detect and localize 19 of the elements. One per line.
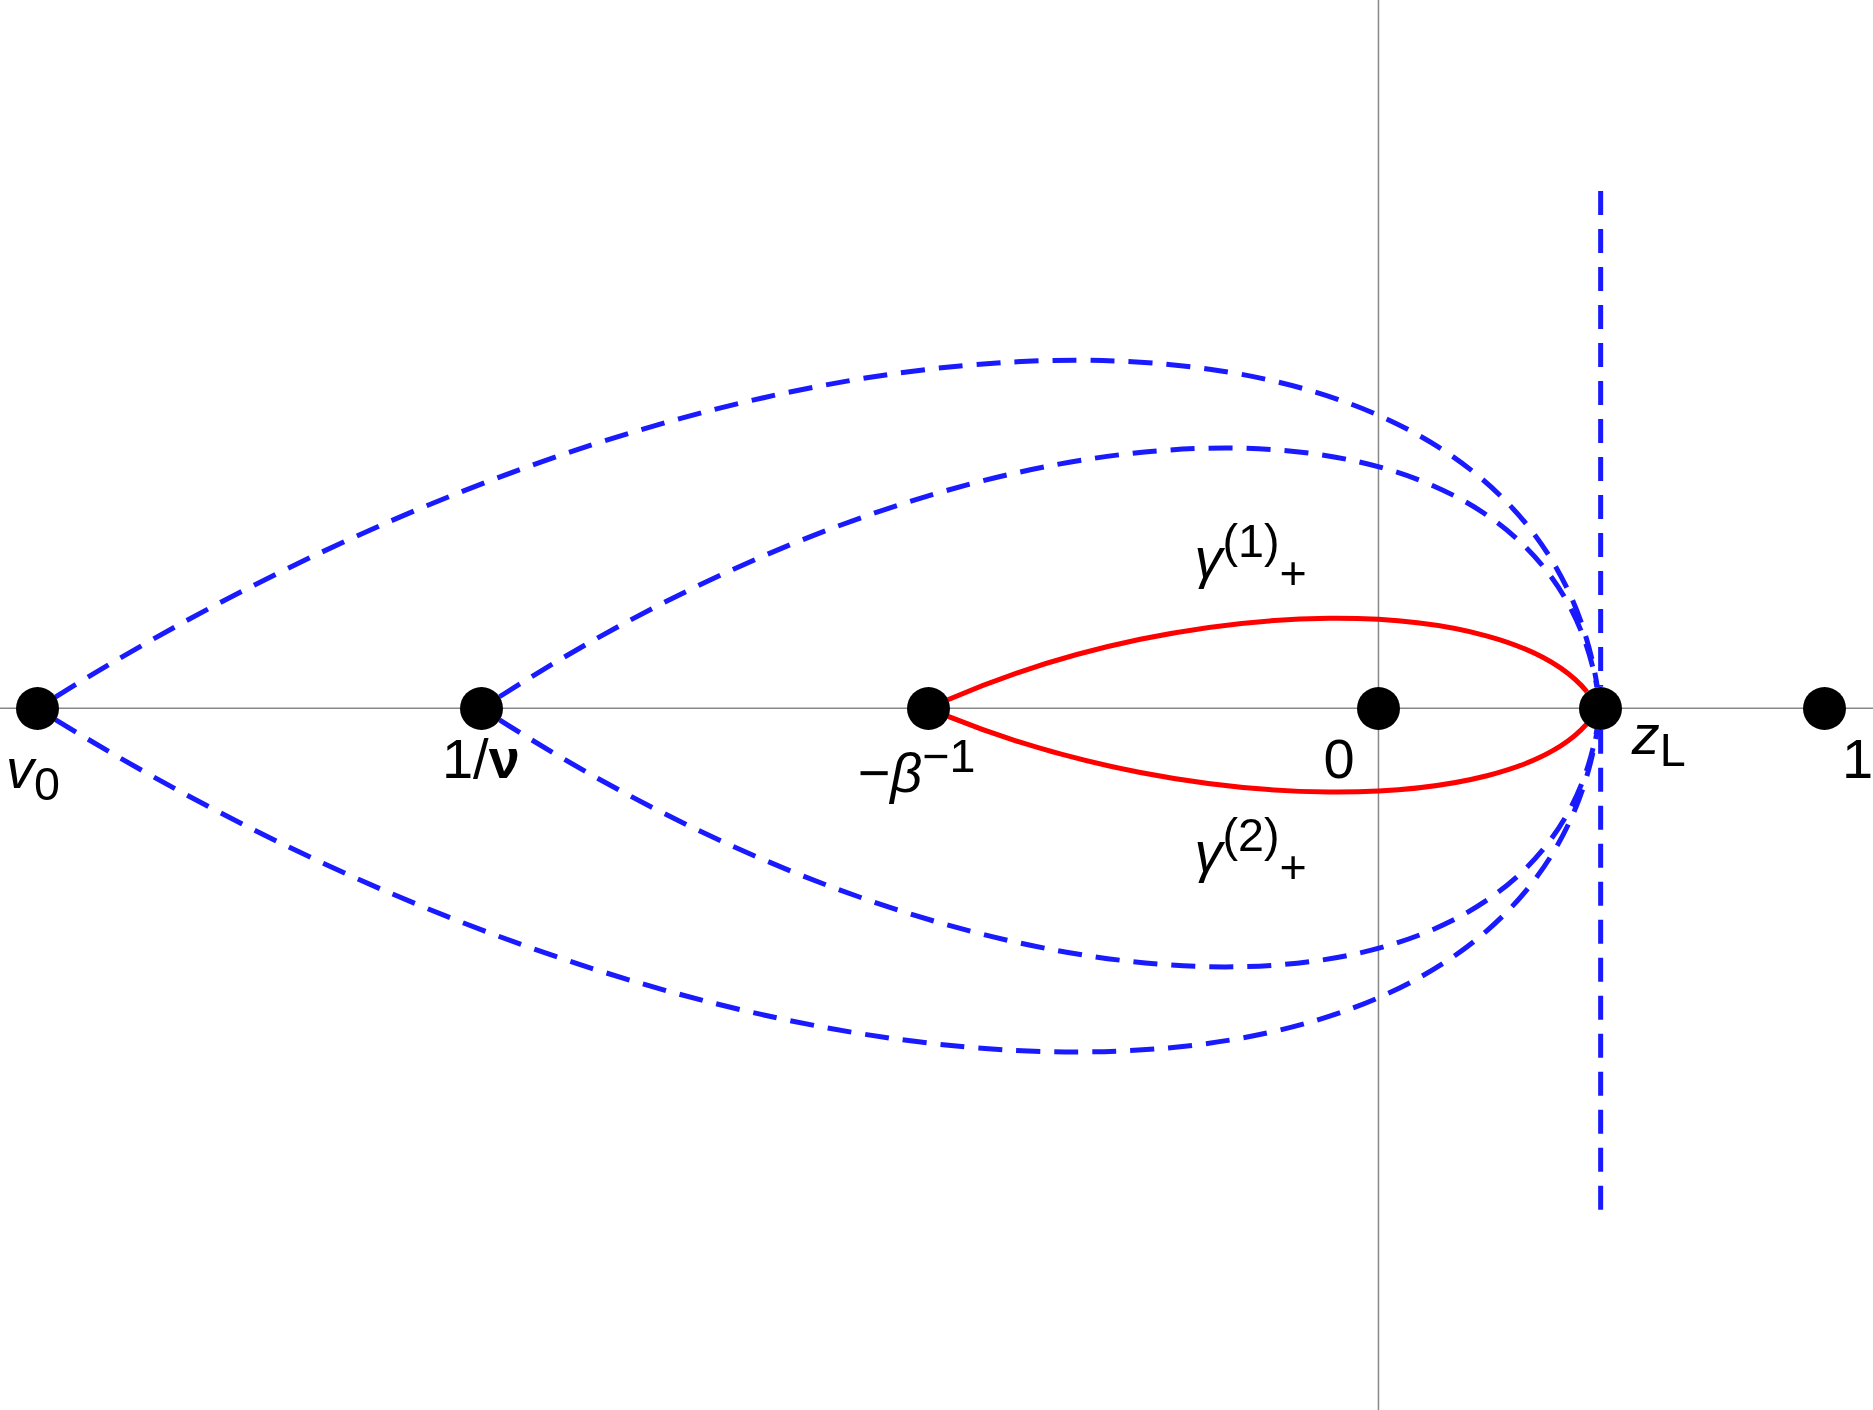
point-label: 0 — [1323, 731, 1355, 788]
dashed-contour — [1598, 191, 1604, 687]
point-label: 1/ν — [441, 731, 520, 788]
point-dot — [1802, 686, 1846, 730]
dashed-contour — [54, 717, 1600, 1054]
dashed-contour — [54, 358, 1600, 700]
dashed-contour — [498, 717, 1600, 970]
point-label: 1 — [1841, 731, 1873, 788]
point-label: z$_{L}$ — [1631, 707, 1686, 774]
point-dot — [459, 686, 503, 730]
point-label: v$_{0}$ — [5, 740, 60, 808]
point-dot — [1579, 686, 1623, 730]
point-dot — [906, 686, 950, 730]
dashed-contour — [498, 445, 1600, 699]
point-label: −β$^{−1}$ — [857, 733, 976, 802]
point-dot — [1356, 686, 1400, 730]
contour-curve — [946, 615, 1589, 703]
contour-curve — [947, 714, 1588, 795]
point-dot — [15, 686, 59, 730]
